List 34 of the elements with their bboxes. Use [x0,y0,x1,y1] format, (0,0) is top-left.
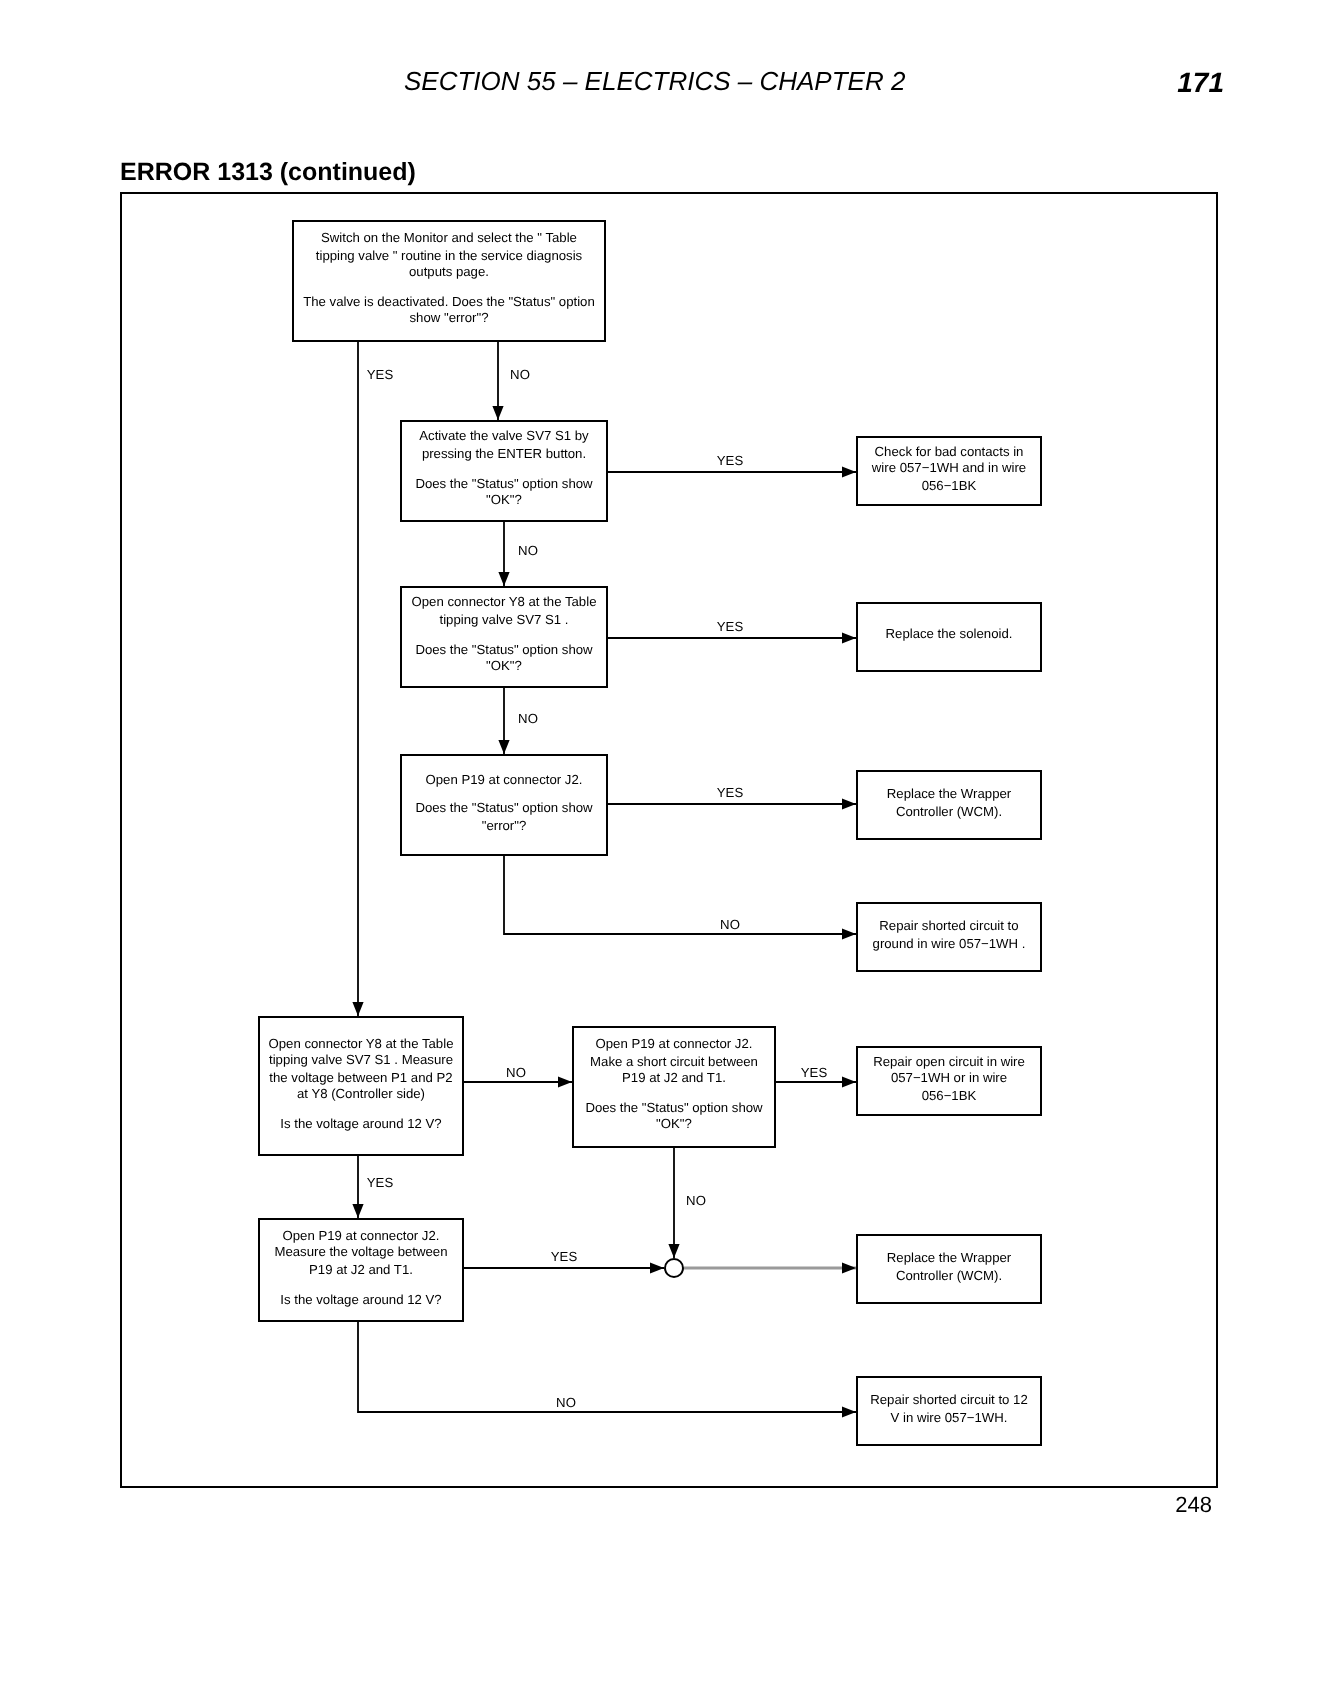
diagram-title: ERROR 1313 (continued) [120,158,416,186]
arrow [607,632,857,644]
junction-circle [664,1258,684,1278]
arrow [357,1321,857,1418]
arrow [668,1147,680,1259]
arrow [498,687,510,755]
check-box [258,1218,464,1322]
check-box [572,1026,776,1148]
arrow [607,466,857,478]
section-header: SECTION 55 – ELECTRICS – CHAPTER 2 [404,66,906,96]
arrow [498,521,510,587]
check-box [258,1016,464,1156]
action-box [856,436,1042,506]
check-box [400,586,608,688]
action-box [856,602,1042,672]
arrow [775,1076,857,1088]
arrow [503,855,857,940]
check-box [400,754,608,856]
arrow [684,1262,856,1274]
check-box [400,420,608,522]
check-box [292,220,606,342]
action-box [856,1376,1042,1446]
action-box [856,902,1042,972]
page-number: 171 [1177,66,1224,98]
arrow [463,1076,573,1088]
page-number: 248 [1175,1494,1212,1518]
arrow [352,1155,364,1219]
arrow [463,1262,665,1274]
action-box [856,770,1042,840]
arrow [607,798,857,810]
action-box [856,1234,1042,1304]
action-box [856,1046,1042,1116]
arrow [492,341,504,421]
arrow [352,341,364,1017]
